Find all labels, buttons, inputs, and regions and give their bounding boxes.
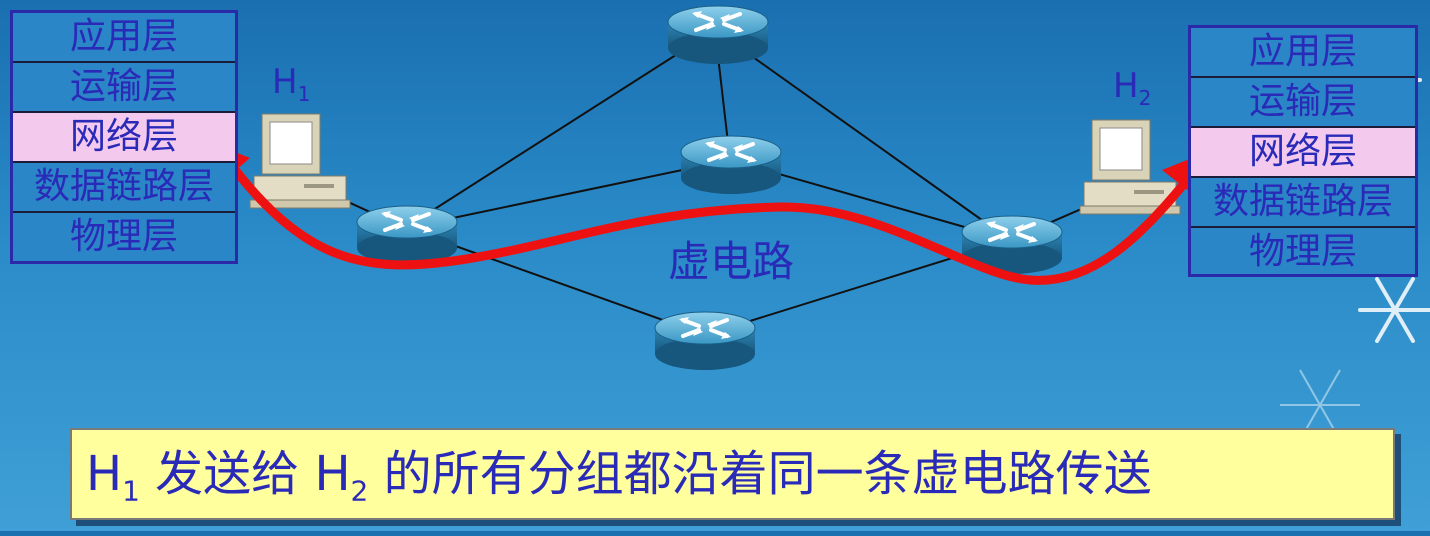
- router-middle: [679, 134, 783, 196]
- host-h2-label: H2: [1113, 66, 1152, 110]
- host-h1-computer-icon: [249, 113, 351, 209]
- layer-data-link: 数据链路层: [1191, 178, 1415, 228]
- layer-application: 应用层: [1191, 28, 1415, 78]
- router-bottom: [653, 310, 757, 372]
- layer-network: 网络层: [1191, 128, 1415, 178]
- layer-data-link: 数据链路层: [13, 163, 235, 213]
- layer-application: 应用层: [13, 13, 235, 63]
- layer-transport: 运输层: [13, 63, 235, 113]
- virtual-circuit-label: 虚电路: [668, 237, 795, 286]
- protocol-stack-h1: 应用层 运输层 网络层 数据链路层 物理层: [10, 10, 238, 264]
- router-top: [666, 4, 770, 66]
- caption-box: H1 发送给 H2 的所有分组都沿着同一条虚电路传送: [70, 428, 1395, 520]
- host-h1-label: H1: [272, 62, 311, 106]
- layer-physical: 物理层: [69, 216, 178, 257]
- virtual-circuit-path: [215, 145, 1200, 285]
- layer-network: 网络层: [13, 113, 235, 163]
- protocol-stack-h2: 应用层 运输层 网络层 数据链路层 物理层: [1188, 25, 1418, 277]
- layer-transport: 运输层: [1191, 78, 1415, 128]
- router-left: [355, 204, 459, 266]
- layer-physical: 物理层: [1248, 231, 1357, 272]
